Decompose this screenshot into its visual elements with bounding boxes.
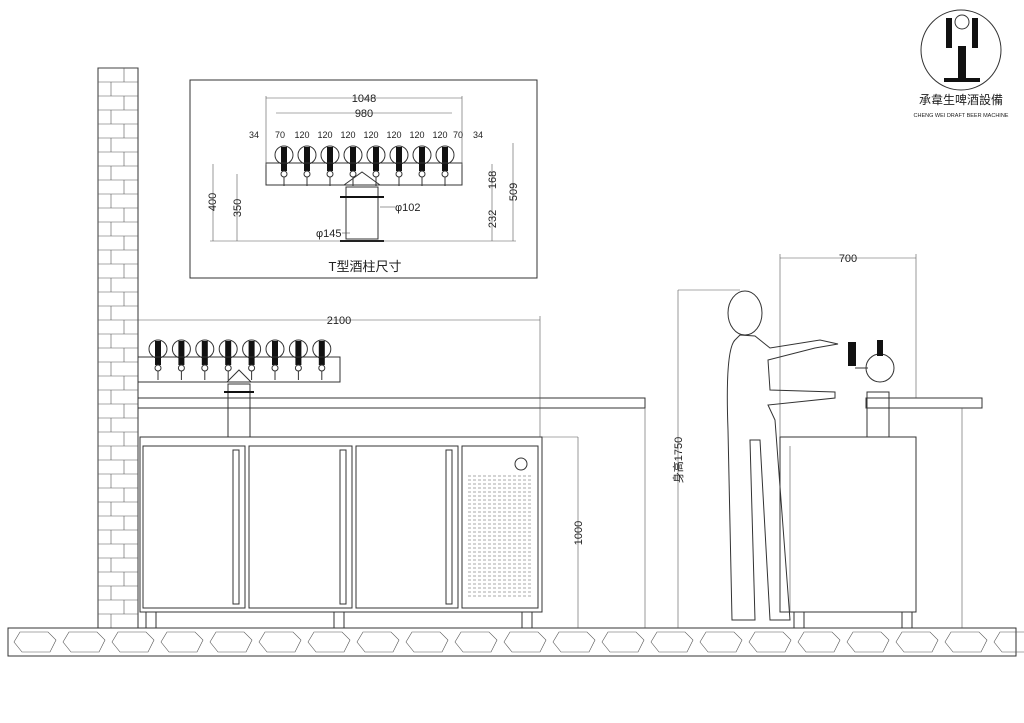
dim-spacing-label: 120: [294, 130, 309, 140]
beer-tap: [218, 339, 238, 380]
inset-tap-row: [274, 145, 455, 186]
dim-spacing-label: 120: [317, 130, 332, 140]
floor-stone: [846, 631, 890, 653]
floor-stone: [748, 631, 792, 653]
fridge-door-1[interactable]: [142, 445, 246, 609]
beer-tap: [312, 339, 332, 380]
t-tower-8-taps: [148, 339, 332, 380]
dim-stem-diameter: φ102: [395, 202, 421, 214]
floor-stone: [699, 631, 743, 653]
fridge-door-2[interactable]: [248, 445, 353, 609]
floor-stone: [258, 631, 302, 653]
stone-floor: [7, 627, 1024, 657]
beer-tap: [297, 145, 317, 186]
beer-tap: [242, 339, 262, 380]
dim-spacing-label: 34: [249, 130, 259, 140]
floor-stone: [405, 631, 449, 653]
dim-side-counter-depth: 700: [839, 253, 857, 265]
dim-counter-height: 1000: [573, 521, 585, 545]
dim-spacing-label: 120: [340, 130, 355, 140]
floor-stone: [111, 631, 155, 653]
dim-spacing-label: 120: [409, 130, 424, 140]
bar-counter: 1000 2100: [137, 315, 646, 629]
beer-tap: [320, 145, 340, 186]
brand-badge-icon: [514, 457, 528, 471]
floor-stone: [454, 631, 498, 653]
floor-stone: [503, 631, 547, 653]
dim-overall-height: 509: [508, 183, 520, 201]
inset-title: T型酒柱尺寸: [329, 259, 402, 274]
floor-stone: [160, 631, 204, 653]
logo-english-name: CHENG WEI DRAFT BEER MACHINE: [914, 113, 1009, 119]
dim-spacing-label: 34: [473, 130, 483, 140]
floor-stone: [895, 631, 939, 653]
floor-stone: [944, 631, 988, 653]
floor-stone: [62, 631, 106, 653]
dim-base-diameter: φ145: [316, 228, 342, 240]
beer-tap: [435, 145, 455, 186]
floor-stone: [307, 631, 351, 653]
dim-counter-length: 2100: [327, 315, 351, 327]
dim-tap-span: 980: [355, 108, 373, 120]
beer-tap: [389, 145, 409, 186]
beer-tap: [288, 339, 308, 380]
person-silhouette: 身高1750: [671, 289, 839, 628]
logo-chinese-name: 承韋生啤酒設備: [919, 92, 1003, 107]
side-counter: 700: [779, 253, 983, 629]
company-logo: 承韋生啤酒設備 CHENG WEI DRAFT BEER MACHINE: [914, 9, 1009, 119]
dim-stem-height: 232: [487, 210, 499, 228]
dim-spacing-label: 70: [453, 130, 463, 140]
beer-tap: [366, 145, 386, 186]
beer-tap: [148, 339, 168, 380]
floor-stone: [797, 631, 841, 653]
floor-stone: [13, 631, 57, 653]
dim-person-height: 身高1750: [671, 437, 685, 483]
dim-spacing-label: 120: [432, 130, 447, 140]
floor-stone: [356, 631, 400, 653]
floor-stone: [552, 631, 596, 653]
beer-tap: [343, 145, 363, 186]
beer-tap: [274, 145, 294, 186]
fridge-door-3[interactable]: [355, 445, 459, 609]
t-tower-dimension-inset: 1048 980 34 70 120 120 120 120 120 120 120 70 34 4…: [189, 79, 538, 279]
beer-tap: [412, 145, 432, 186]
beer-tap: [265, 339, 285, 380]
dim-height-base: 350: [232, 199, 244, 217]
beer-tap: [171, 339, 191, 380]
dim-tap-spacing-row: 34 70 120 120 120 120 120 120 120 70 34: [249, 130, 483, 140]
dim-spacing-label: 120: [386, 130, 401, 140]
dim-bar-height: 168: [487, 171, 499, 189]
floor-stone: [993, 631, 1024, 653]
beer-tap: [195, 339, 215, 380]
compressor-vent-panel: [461, 445, 539, 609]
floor-stone: [650, 631, 694, 653]
floor-stone: [209, 631, 253, 653]
dim-overall-width: 1048: [352, 93, 376, 105]
dim-height-total: 400: [207, 193, 219, 211]
dim-spacing-label: 120: [363, 130, 378, 140]
vent-grille: [468, 475, 532, 597]
dim-spacing-label: 70: [275, 130, 285, 140]
floor-stone: [601, 631, 645, 653]
brick-wall: [97, 67, 139, 629]
